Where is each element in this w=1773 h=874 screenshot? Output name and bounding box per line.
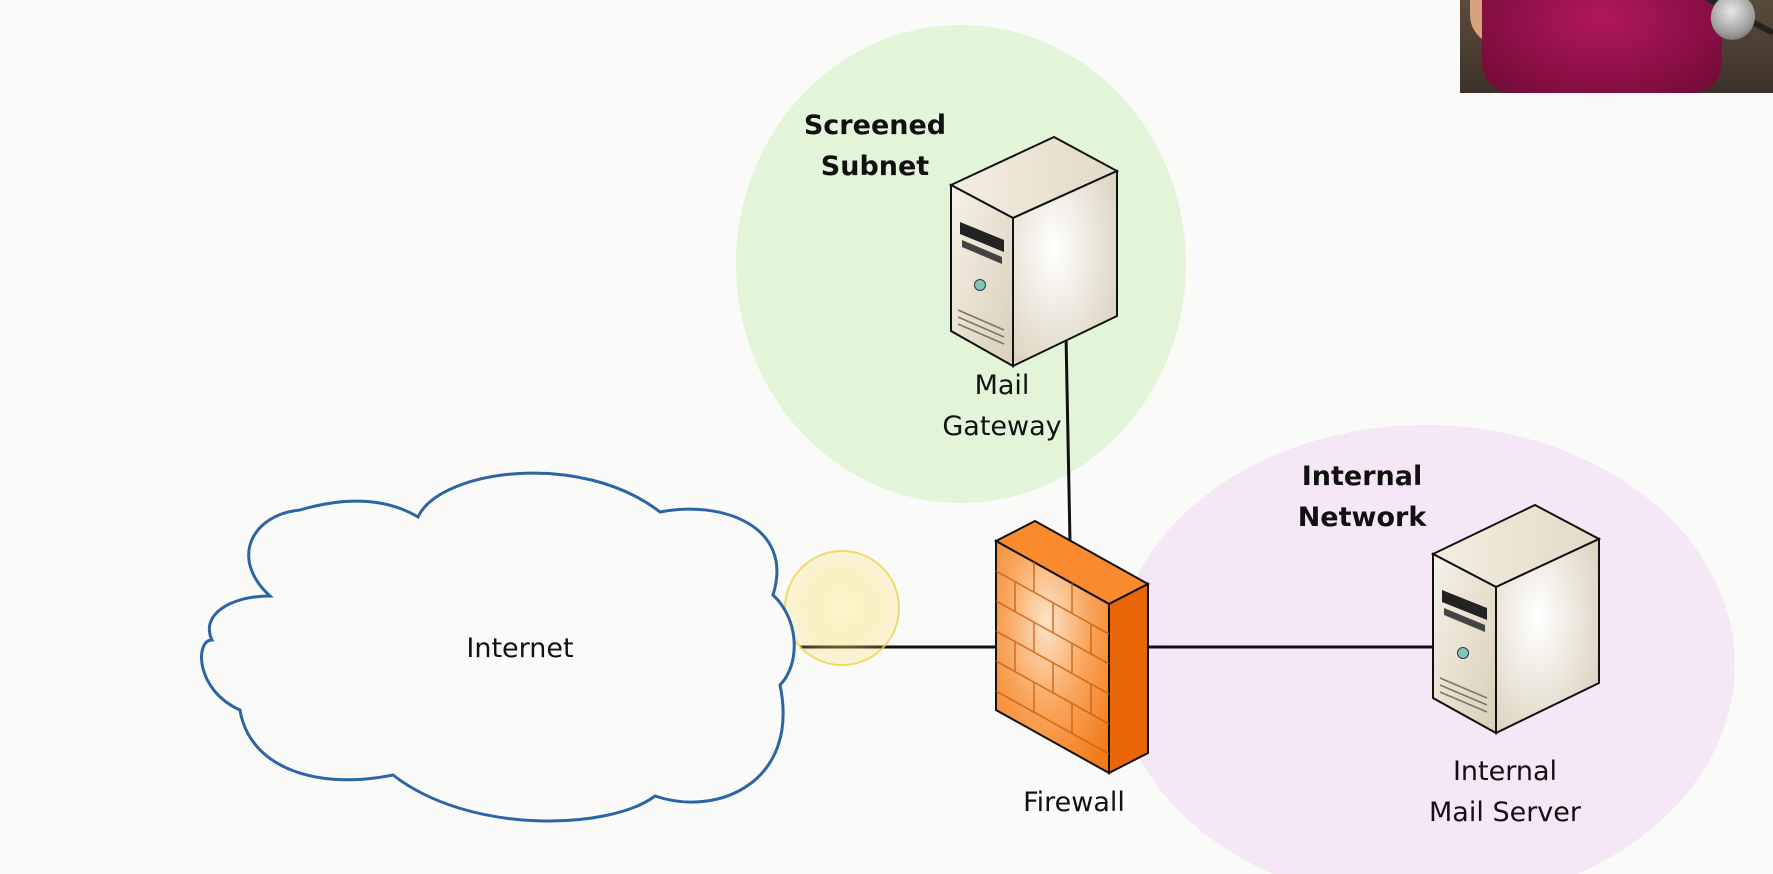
internal-mail-server-label-line1: Internal [1453, 756, 1557, 787]
cloud-icon [200, 471, 796, 823]
firewall-label: Firewall [1023, 787, 1125, 818]
mail-gateway-label-line1: Mail [975, 370, 1030, 401]
mail-gateway-label-line2: Gateway [942, 411, 1061, 442]
mail-gateway-server-icon [948, 135, 1120, 368]
screened-subnet-title-line2: Subnet [821, 151, 930, 182]
internet-label: Internet [466, 633, 573, 664]
internal-mail-server-icon [1430, 503, 1602, 735]
cursor-highlight [784, 550, 900, 666]
internal-network-zone [1115, 425, 1735, 874]
internal-mail-server-label-line2: Mail Server [1429, 797, 1582, 828]
link-gateway-firewall [1064, 334, 1072, 543]
screened-subnet-title-line1: Screened [804, 110, 946, 141]
presenter-shirt [1482, 0, 1722, 93]
internal-network-title-line1: Internal [1302, 461, 1423, 492]
firewall-icon [993, 519, 1151, 775]
presenter-webcam-overlay [1460, 0, 1773, 93]
internal-network-title-line2: Network [1298, 502, 1428, 533]
